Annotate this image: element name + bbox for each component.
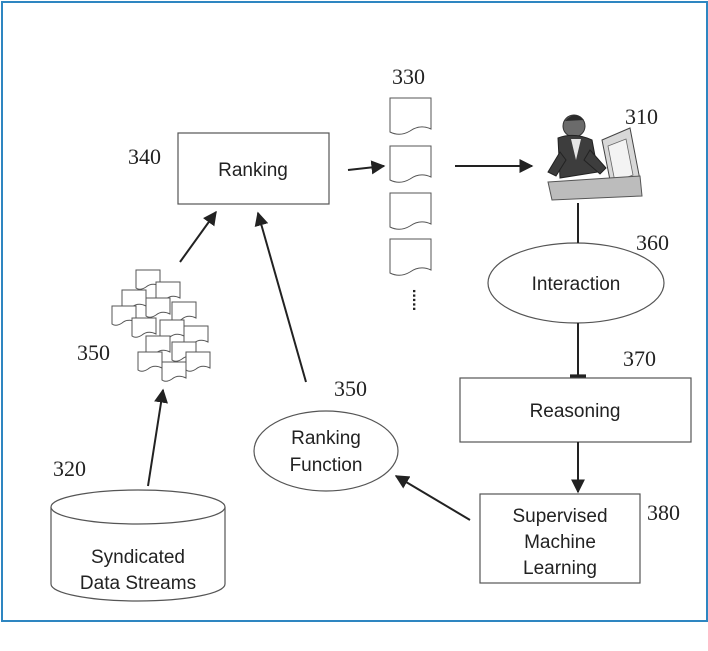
arrow-supervised-to-ranking-function — [394, 475, 471, 521]
interaction-node: Interaction — [487, 242, 665, 324]
arrow-cluster-to-ranking — [179, 210, 217, 263]
ranking-function-node: Ranking Function — [253, 410, 399, 492]
ranking-node: Ranking — [177, 132, 330, 205]
interaction-ref: 360 — [636, 230, 669, 255]
supervised-ref: 380 — [647, 500, 680, 525]
ranking-label: Ranking — [218, 160, 288, 181]
ranking-ref: 340 — [128, 144, 161, 169]
ranking-function-label-line1: Ranking — [291, 428, 361, 449]
supervised-label-line2: Machine — [524, 532, 596, 553]
ranking-function-ref: 350 — [334, 376, 367, 401]
arrow-ranking-function-to-ranking — [254, 211, 307, 383]
document-list — [389, 97, 432, 276]
person-at-computer-icon — [547, 114, 643, 201]
reasoning-ref: 370 — [623, 346, 656, 371]
ranking-function-label-line2: Function — [290, 455, 363, 476]
document-stack-icon — [111, 269, 211, 382]
more-documents-ellipsis: ..... — [409, 289, 426, 311]
syndicated-label-line2: Data Streams — [80, 573, 196, 594]
arrow-ranking-to-documents — [347, 160, 386, 175]
document-icon — [389, 97, 432, 135]
user-ref: 310 — [625, 104, 658, 129]
document-icon — [389, 238, 432, 276]
document-icon — [389, 192, 432, 230]
interaction-label: Interaction — [532, 274, 621, 295]
syndicated-data-streams-node: Syndicated Data Streams — [50, 489, 226, 602]
reasoning-node: Reasoning — [459, 377, 692, 443]
documents-ref: 330 — [392, 64, 425, 89]
syndicated-label-line1: Syndicated — [91, 547, 185, 568]
reasoning-label: Reasoning — [530, 401, 621, 422]
arrow-streams-to-cluster — [147, 388, 168, 487]
data-cluster-ref: 350 — [77, 340, 110, 365]
supervised-learning-node: Supervised Machine Learning — [479, 493, 641, 584]
supervised-label-line1: Supervised — [512, 506, 607, 527]
supervised-label-line3: Learning — [523, 558, 597, 579]
document-icon — [389, 145, 432, 183]
syndicated-ref: 320 — [53, 456, 86, 481]
